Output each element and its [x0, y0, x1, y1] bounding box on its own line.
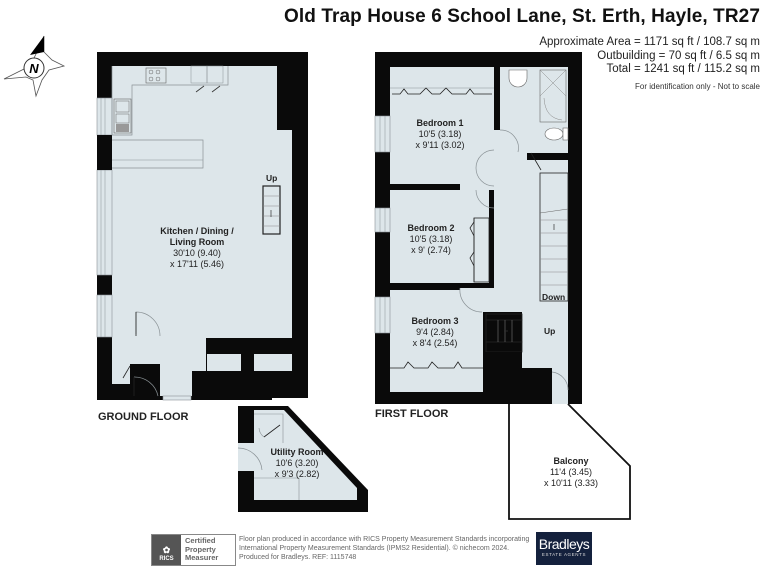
room-name: Utility Room	[270, 447, 324, 457]
room-bedroom-1: Bedroom 1 10'5 (3.18) x 9'11 (3.02)	[415, 118, 464, 151]
scale-note: For identification only - Not to scale	[635, 81, 760, 91]
first-floor-label: FIRST FLOOR	[375, 408, 449, 420]
rics-logo-text: RICS	[159, 556, 174, 562]
room-dimension: x 9'3 (2.82)	[274, 469, 320, 479]
room-dimension: 10'5 (3.18)	[418, 129, 462, 139]
room-dimension: 30'10 (9.40)	[173, 248, 221, 258]
room-name: Bedroom 3	[411, 316, 459, 326]
room-name-line2: Living Room	[169, 237, 225, 247]
room-dimension: 9'4 (2.84)	[416, 327, 454, 337]
room-dimension: x 9' (2.74)	[411, 245, 451, 255]
rics-badge-text: Certified Property Measurer	[181, 535, 235, 565]
room-name: Bedroom 1	[416, 118, 464, 128]
badge-line: Certified	[185, 536, 216, 545]
room-dimension: x 17'11 (5.46)	[169, 259, 225, 269]
room-kitchen-dining-living: Kitchen / Dining / Living Room 30'10 (9.…	[160, 226, 234, 270]
room-utility: Utility Room 10'6 (3.20) x 9'3 (2.82)	[271, 447, 324, 480]
brand-name: Bradleys	[538, 536, 590, 552]
room-name: Bedroom 2	[407, 223, 455, 233]
room-name: Kitchen / Dining /	[160, 226, 234, 236]
room-dimension: x 10'11 (3.33)	[543, 478, 599, 488]
room-dimension: x 8'4 (2.54)	[412, 338, 458, 348]
ground-floor-label: GROUND FLOOR	[98, 411, 189, 423]
balcony-plan	[508, 403, 631, 520]
room-dimension: 10'5 (3.18)	[409, 234, 453, 244]
approximate-area: Approximate Area = 1171 sq ft / 108.7 sq…	[539, 36, 760, 48]
badge-line: Property	[185, 544, 216, 554]
outbuilding-area: Outbuilding = 70 sq ft / 6.5 sq m	[597, 49, 760, 62]
room-bedroom-3: Bedroom 3 9'4 (2.84) x 8'4 (2.54)	[411, 316, 458, 349]
svg-text:N: N	[29, 61, 39, 76]
ground-floor-plan	[96, 52, 308, 401]
badge-line: Measurer	[185, 553, 219, 562]
first-floor-plan	[374, 52, 582, 404]
disclaimer-line: Produced for Bradleys. REF: 1115748	[239, 554, 357, 561]
area-summary: Approximate Area = 1171 sq ft / 108.7 sq…	[539, 36, 760, 93]
total-area: Total = 1241 sq ft / 115.2 sq m	[606, 63, 760, 75]
disclaimer-line: International Property Measurement Stand…	[239, 545, 510, 552]
north-compass-icon: N	[3, 35, 66, 98]
bradleys-logo: Bradleys ESTATE AGENTS	[536, 532, 592, 565]
room-dimension: 11'4 (3.45)	[549, 467, 593, 477]
disclaimer-line: Floor plan produced in accordance with R…	[239, 536, 530, 543]
brand-subtitle: ESTATE AGENTS	[541, 552, 587, 557]
room-dimension: 10'6 (3.20)	[275, 458, 319, 468]
rics-certified-badge: ✿ RICS Certified Property Measurer	[151, 534, 236, 566]
stairs-up-label: Up	[544, 326, 556, 336]
room-bedroom-2: Bedroom 2 10'5 (3.18) x 9' (2.74)	[407, 223, 454, 256]
room-name: Balcony	[553, 456, 589, 466]
footer-disclaimer: Floor plan produced in accordance with R…	[239, 535, 529, 562]
stairs-down-label: Down	[542, 292, 566, 302]
rics-logo-icon: ✿ RICS	[152, 535, 181, 565]
room-dimension: x 9'11 (3.02)	[415, 140, 465, 150]
stairs-up-label: Up	[266, 173, 278, 183]
room-balcony: Balcony 11'4 (3.45) x 10'11 (3.33)	[544, 456, 598, 489]
property-title: Old Trap House 6 School Lane, St. Erth, …	[284, 6, 760, 27]
utility-room-plan	[237, 406, 368, 512]
